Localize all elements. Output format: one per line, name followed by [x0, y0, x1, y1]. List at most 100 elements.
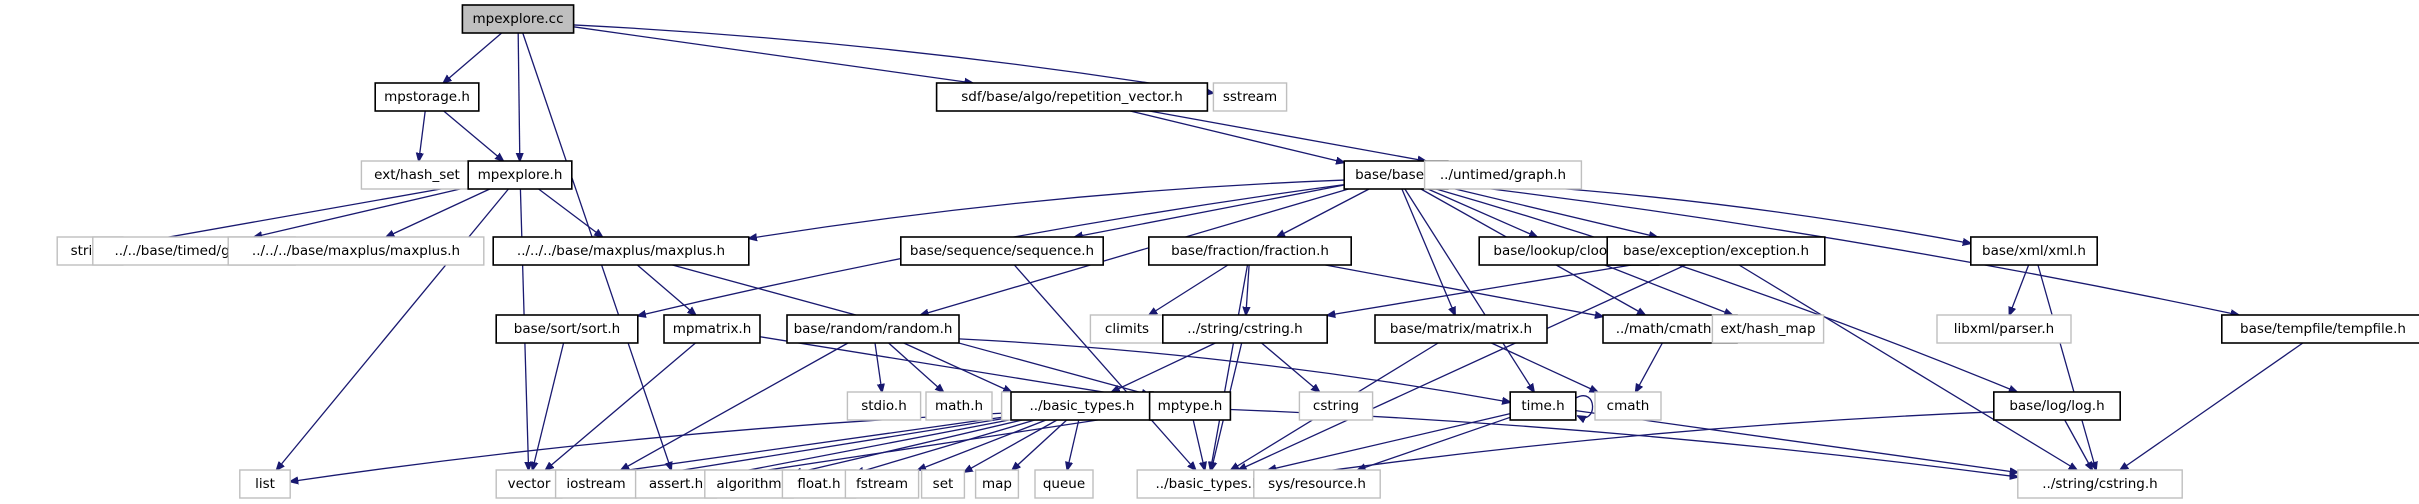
node-label: set: [933, 476, 954, 492]
edge-matrix_h-to-cmath: [1491, 342, 1597, 392]
node-exception-h[interactable]: base/exception/exception.h: [1606, 236, 1826, 266]
node-cstring-ext: ../string/cstring.h: [2017, 469, 2183, 499]
edge-basic_types_doc-to-algorithm: [793, 419, 1023, 474]
node-label: map: [982, 476, 1012, 492]
node-label: ext/hash_set: [374, 167, 460, 183]
node-label: climits: [1105, 321, 1149, 337]
node-string-cstring-h[interactable]: ../string/cstring.h: [1162, 314, 1329, 344]
node-label: mpstorage.h: [384, 89, 470, 105]
node-sort-h[interactable]: base/sort/sort.h: [495, 314, 639, 344]
node-box: [2017, 469, 2183, 499]
node-label: base/matrix/matrix.h: [1390, 321, 1532, 337]
node-box[interactable]: [461, 4, 575, 34]
node-box[interactable]: [1148, 391, 1232, 421]
edge-fraction_h-to-string_cstring_h: [1246, 264, 1249, 315]
node-box[interactable]: [899, 236, 1104, 266]
node-mptype-h[interactable]: mptype.h: [1148, 391, 1232, 421]
node-sequence-h[interactable]: base/sequence/sequence.h: [899, 236, 1104, 266]
edge-base_base_h-to-time_h: [1404, 188, 1534, 392]
node-label: base/base.h: [1355, 167, 1437, 183]
node-mpexplore-cc[interactable]: mpexplore.cc: [461, 4, 575, 34]
node-label: sys/resource.h: [1268, 476, 1366, 492]
edge-sort_h-to-vector: [532, 342, 565, 470]
node-label: ext/hash_map: [1720, 321, 1815, 337]
edge-clookup_h-to-ext_hash_map: [1604, 264, 1733, 315]
node-box[interactable]: [374, 82, 480, 112]
edge-basic_types_doc-to-set: [964, 419, 1058, 472]
node-label: sstream: [1223, 89, 1277, 105]
node-mpstorage-h[interactable]: mpstorage.h: [374, 82, 480, 112]
node-box[interactable]: [492, 236, 750, 266]
node-box: [1594, 391, 1662, 421]
edge-mpexplore_cc-to-mpstorage_h: [443, 32, 503, 83]
node-mpmatrix-h[interactable]: mpmatrix.h: [663, 314, 761, 344]
node-box: [1034, 469, 1094, 499]
edge-log_h-to-cstring_ext: [2064, 419, 2093, 470]
node-mpexplore-h[interactable]: mpexplore.h: [467, 160, 573, 190]
node-box: [1423, 160, 1583, 190]
node-libxml-parser-h: libxml/parser.h: [1936, 314, 2072, 344]
node-box: [239, 469, 291, 499]
node-box[interactable]: [1162, 314, 1329, 344]
node-label: base/exception/exception.h: [1623, 243, 1809, 259]
edge-fraction_h-to-basic_types_ext: [1211, 264, 1249, 470]
node-label: ../string/cstring.h: [2042, 476, 2157, 492]
node-label: fstream: [856, 476, 908, 492]
edge-random_h-to-math_h: [888, 342, 944, 392]
edge-basic_types_doc-to-map: [1012, 419, 1068, 470]
node-maxplus-h[interactable]: ../../../base/maxplus/maxplus.h: [492, 236, 750, 266]
node-label: stdio.h: [861, 398, 907, 414]
node-box: [554, 469, 638, 499]
node-box: [1212, 82, 1288, 112]
node-basic-types-doc[interactable]: ../basic_types.h: [1010, 391, 1154, 421]
edge-base_base_h-to-sequence_h: [1075, 184, 1345, 237]
node-log-h[interactable]: base/log/log.h: [1993, 391, 2122, 421]
node-box[interactable]: [1148, 236, 1353, 266]
node-label: cmath: [1607, 398, 1650, 414]
node-box[interactable]: [1606, 236, 1826, 266]
edge-random_h-to-time_h: [958, 338, 1510, 402]
node-box[interactable]: [786, 314, 960, 344]
node-label: queue: [1043, 476, 1085, 492]
node-label: cstring: [1313, 398, 1359, 414]
edge-base_base_h-to-maxplus_h: [749, 179, 1345, 238]
node-label: ../basic_types.h: [1030, 398, 1135, 414]
node-label: algorithm: [716, 476, 781, 492]
edge-random_h-to-iostream: [621, 342, 849, 470]
node-climits: climits: [1089, 314, 1165, 344]
node-xml-h[interactable]: base/xml/xml.h: [1970, 236, 2099, 266]
node-label: mpexplore.h: [478, 167, 563, 183]
node-box[interactable]: [467, 160, 573, 190]
node-box[interactable]: [1374, 314, 1548, 344]
edge-string_cstring_h-to-cstring: [1261, 342, 1320, 392]
edge-mpexplore_cc-to-repetition_vector_h: [573, 26, 973, 83]
node-box[interactable]: [1010, 391, 1154, 421]
edge-repetition_vector_h-to-base_base_h: [1129, 110, 1344, 163]
node-label: ../../../base/maxplus/maxplus.h: [252, 243, 460, 259]
edge-mpexplore_h-to-string: [123, 183, 469, 245]
edge-mptype_h-to-assert_h: [716, 411, 1150, 478]
node-box[interactable]: [2221, 314, 2419, 344]
edge-time_h-to-basic_types_ext: [1268, 413, 1511, 470]
node-tempfile-h[interactable]: base/tempfile/tempfile.h: [2221, 314, 2419, 344]
node-fstream: fstream: [844, 469, 920, 499]
node-box[interactable]: [1970, 236, 2099, 266]
node-repetition-vector-h[interactable]: sdf/base/algo/repetition_vector.h: [935, 82, 1209, 112]
node-sstream: sstream: [1212, 82, 1288, 112]
edge-repetition_vector_h-to-untimed_graph_h: [1149, 110, 1425, 161]
node-box[interactable]: [495, 314, 639, 344]
node-fraction-h[interactable]: base/fraction/fraction.h: [1148, 236, 1353, 266]
node-matrix-h[interactable]: base/matrix/matrix.h: [1374, 314, 1548, 344]
node-label: ../untimed/graph.h: [1440, 167, 1566, 183]
node-maxplus-ext: ../../../base/maxplus/maxplus.h: [227, 236, 485, 266]
node-box[interactable]: [663, 314, 761, 344]
node-time-h[interactable]: time.h: [1509, 391, 1577, 421]
node-box[interactable]: [935, 82, 1209, 112]
node-box[interactable]: [1509, 391, 1577, 421]
node-random-h[interactable]: base/random/random.h: [786, 314, 960, 344]
node-cmath: cmath: [1594, 391, 1662, 421]
edge-mpmatrix_h-to-vector: [546, 342, 696, 470]
node-box: [1936, 314, 2072, 344]
node-label: base/fraction/fraction.h: [1171, 243, 1329, 259]
node-box[interactable]: [1993, 391, 2122, 421]
